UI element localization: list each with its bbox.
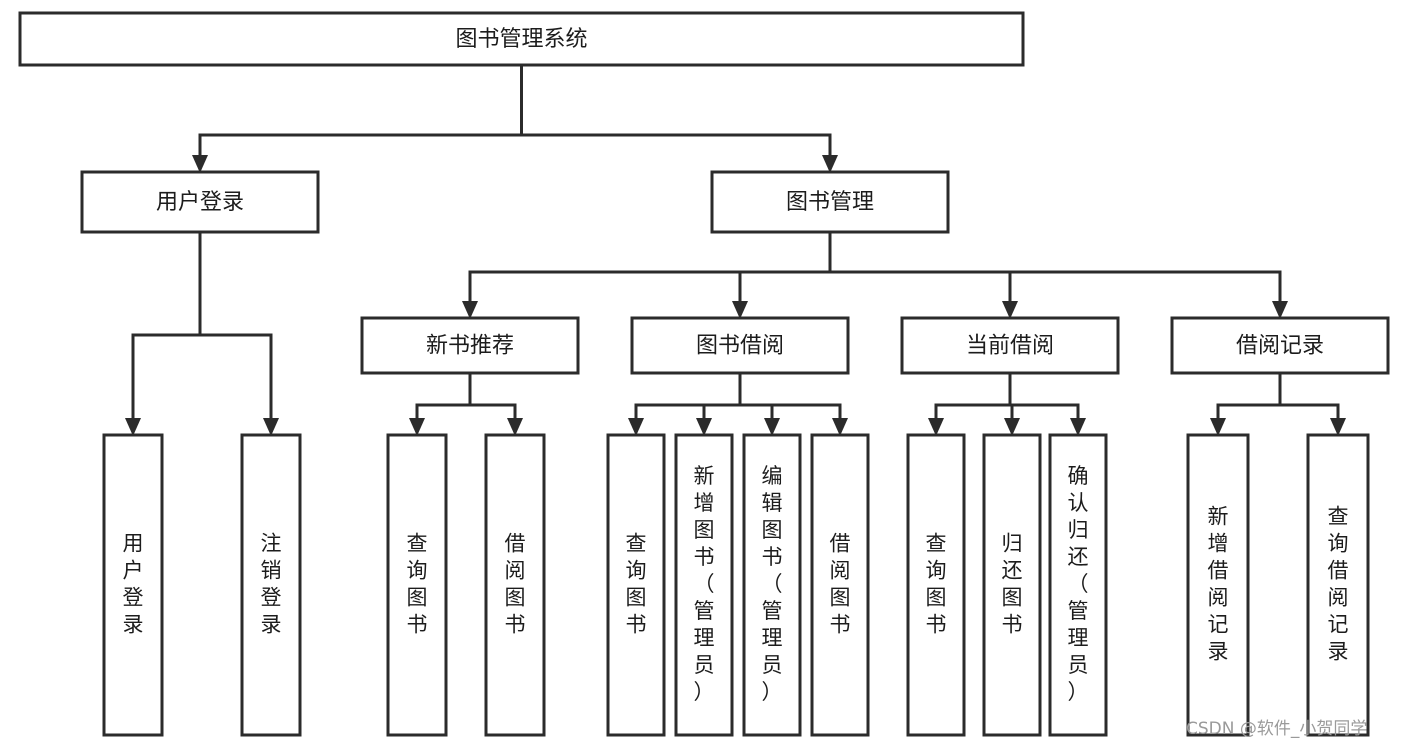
node-label: 归还图书	[1002, 532, 1023, 637]
node-label: 图书管理系统	[455, 27, 587, 52]
node-box[interactable]	[906, 433, 966, 737]
node-box[interactable]	[1306, 433, 1370, 737]
node-label: 当前借阅	[966, 334, 1054, 359]
node-label: 编辑图书（管理员）	[762, 464, 783, 704]
arrow-head-icon	[832, 418, 848, 436]
node-label: 新书推荐	[426, 334, 514, 359]
node-leaf-cur-confirm[interactable]: 确认归还（管理员）	[1048, 433, 1108, 737]
node-leaf-rec-query2[interactable]: 查询借阅记录	[1306, 433, 1370, 737]
node-leaf-rec-borrow[interactable]: 借阅图书	[484, 433, 546, 737]
arrow-head-icon	[1002, 301, 1018, 319]
node-box[interactable]	[606, 433, 666, 737]
node-box[interactable]	[742, 433, 802, 737]
node-box[interactable]	[674, 433, 734, 737]
node-box[interactable]	[1186, 433, 1250, 737]
node-layer: 图书管理系统用户登录图书管理新书推荐图书借阅当前借阅借阅记录用户登录注销登录查询…	[18, 11, 1390, 737]
arrow-head-icon	[462, 301, 478, 319]
node-label: 借阅记录	[1236, 334, 1324, 359]
arrow-head-icon	[409, 418, 425, 436]
node-box[interactable]	[386, 433, 448, 737]
node-label: 图书管理	[786, 190, 874, 215]
arrow-head-icon	[696, 418, 712, 436]
node-box[interactable]	[810, 433, 870, 737]
arrow-head-icon	[764, 418, 780, 436]
node-label: 注销登录	[261, 532, 282, 637]
node-label: 用户登录	[123, 532, 144, 637]
node-box[interactable]	[240, 433, 302, 737]
arrow-head-icon	[1004, 418, 1020, 436]
node-box[interactable]	[102, 433, 164, 737]
node-book-manage[interactable]: 图书管理	[710, 170, 950, 234]
node-leaf-borrow-query[interactable]: 查询图书	[606, 433, 666, 737]
node-label: 查询图书	[926, 532, 947, 637]
csdn-watermark: CSDN @软件_小贺同学	[1186, 719, 1368, 739]
node-current-borrow[interactable]: 当前借阅	[900, 316, 1120, 375]
arrow-head-icon	[1070, 418, 1086, 436]
node-user-login[interactable]: 用户登录	[80, 170, 320, 234]
node-label: 借阅图书	[505, 532, 526, 637]
node-box[interactable]	[710, 170, 950, 234]
arrow-head-icon	[628, 418, 644, 436]
arrow-head-icon	[822, 155, 838, 173]
node-label: 借阅图书	[830, 532, 851, 637]
node-book-borrow[interactable]: 图书借阅	[630, 316, 850, 375]
node-label: 查询借阅记录	[1328, 505, 1349, 664]
node-box[interactable]	[1170, 316, 1390, 375]
node-leaf-user-logout[interactable]: 注销登录	[240, 433, 302, 737]
node-box[interactable]	[18, 11, 1025, 67]
edge-layer	[125, 63, 1346, 436]
node-label: 图书借阅	[696, 334, 784, 359]
node-label: 用户登录	[156, 190, 244, 215]
node-box[interactable]	[484, 433, 546, 737]
node-box[interactable]	[630, 316, 850, 375]
node-leaf-rec-query[interactable]: 查询图书	[386, 433, 448, 737]
arrow-head-icon	[263, 418, 279, 436]
arrow-head-icon	[125, 418, 141, 436]
node-leaf-user-login[interactable]: 用户登录	[102, 433, 164, 737]
arrow-head-icon	[1210, 418, 1226, 436]
node-leaf-cur-query[interactable]: 查询图书	[906, 433, 966, 737]
arrow-head-icon	[192, 155, 208, 173]
node-label: 新增图书（管理员）	[694, 464, 715, 704]
arrow-head-icon	[507, 418, 523, 436]
node-box[interactable]	[80, 170, 320, 234]
arrow-head-icon	[1330, 418, 1346, 436]
node-new-book-rec[interactable]: 新书推荐	[360, 316, 580, 375]
node-label: 查询图书	[407, 532, 428, 637]
node-box[interactable]	[900, 316, 1120, 375]
node-leaf-borrow-add[interactable]: 新增图书（管理员）	[674, 433, 734, 737]
node-leaf-borrow-do[interactable]: 借阅图书	[810, 433, 870, 737]
node-borrow-record[interactable]: 借阅记录	[1170, 316, 1390, 375]
arrow-head-icon	[928, 418, 944, 436]
node-leaf-cur-return[interactable]: 归还图书	[982, 433, 1042, 737]
arrow-head-icon	[1272, 301, 1288, 319]
node-leaf-rec-add[interactable]: 新增借阅记录	[1186, 433, 1250, 737]
node-box[interactable]	[982, 433, 1042, 737]
node-label: 确认归还（管理员）	[1068, 464, 1089, 704]
node-label: 新增借阅记录	[1208, 505, 1229, 664]
node-leaf-borrow-edit[interactable]: 编辑图书（管理员）	[742, 433, 802, 737]
node-box[interactable]	[360, 316, 580, 375]
node-box[interactable]	[1048, 433, 1108, 737]
node-root[interactable]: 图书管理系统	[18, 11, 1025, 67]
arrow-head-icon	[732, 301, 748, 319]
node-label: 查询图书	[626, 532, 647, 637]
